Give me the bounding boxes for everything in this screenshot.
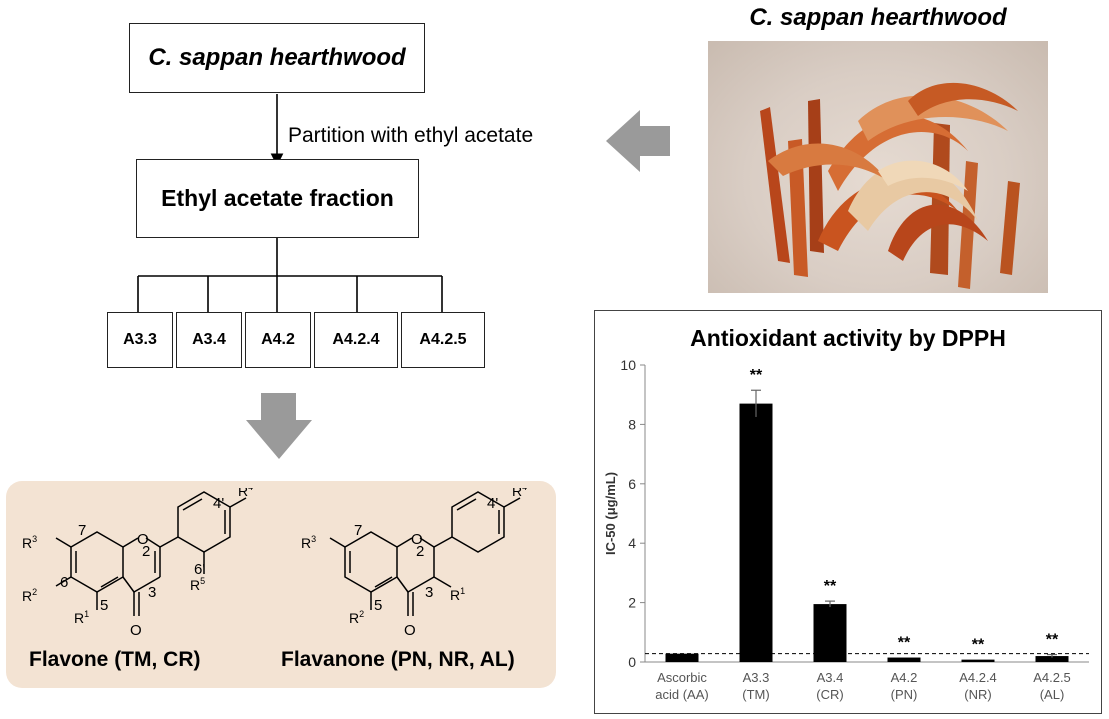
subfraction-box: A4.2.4 xyxy=(314,312,398,368)
bar xyxy=(961,659,995,662)
svg-text:2: 2 xyxy=(142,543,150,560)
x-tick-label: A3.4 xyxy=(817,670,844,685)
x-tick-label: (TM) xyxy=(742,687,769,702)
subfraction-box: A4.2 xyxy=(245,312,311,368)
subfraction-label: A4.2.4 xyxy=(332,331,380,348)
left-arrow-icon xyxy=(606,110,670,172)
svg-text:R4: R4 xyxy=(238,488,253,499)
significance-marker: ** xyxy=(972,637,985,654)
x-tick-label: (CR) xyxy=(816,687,843,702)
significance-marker: ** xyxy=(898,635,911,652)
svg-text:O: O xyxy=(137,531,149,548)
subfraction-label: A4.2 xyxy=(261,331,295,348)
svg-text:O: O xyxy=(404,622,416,639)
flavanone-caption: Flavanone (PN, NR, AL) xyxy=(281,648,515,671)
svg-text:R5: R5 xyxy=(190,576,205,593)
svg-text:R2: R2 xyxy=(349,609,364,626)
structures-panel xyxy=(6,481,556,688)
x-tick-label: acid (AA) xyxy=(655,687,708,702)
svg-text:6': 6' xyxy=(194,561,205,578)
y-tick-label: 10 xyxy=(620,357,636,373)
svg-text:7: 7 xyxy=(78,522,86,539)
x-tick-label: A3.3 xyxy=(743,670,770,685)
flavone-structure: O 2 3 O 7 6 5 4' 6' R3 R2 R1 R4 R5 xyxy=(22,488,253,639)
svg-text:R4: R4 xyxy=(512,488,527,499)
svg-text:R3: R3 xyxy=(22,534,37,551)
bar xyxy=(739,403,773,662)
down-arrow-icon xyxy=(246,393,312,459)
svg-text:3: 3 xyxy=(148,584,156,601)
x-tick-label: A4.2.4 xyxy=(959,670,997,685)
x-tick-label: (PN) xyxy=(891,687,918,702)
bar xyxy=(665,653,699,662)
chart-title: Antioxidant activity by DPPH xyxy=(690,325,1006,351)
significance-marker: ** xyxy=(750,367,763,384)
svg-text:3: 3 xyxy=(425,584,433,601)
y-tick-label: 2 xyxy=(628,595,636,611)
y-tick-label: 0 xyxy=(628,654,636,670)
bar xyxy=(887,657,921,662)
flavanone-structure: O 2 3 O 7 5 4' R3 R1 R2 R4 xyxy=(301,488,527,639)
svg-text:2: 2 xyxy=(416,543,424,560)
subfraction-box: A3.3 xyxy=(107,312,173,368)
y-axis-label: IC-50 (μg/mL) xyxy=(603,472,618,555)
photo-title: C. sappan hearthwood xyxy=(749,4,1007,31)
subfraction-box: A3.4 xyxy=(176,312,242,368)
flowchart-connectors xyxy=(137,94,443,312)
x-tick-label: A4.2.5 xyxy=(1033,670,1071,685)
svg-text:O: O xyxy=(411,531,423,548)
heartwood-photo xyxy=(708,41,1048,293)
svg-text:5: 5 xyxy=(374,597,382,614)
svg-text:O: O xyxy=(130,622,142,639)
subfraction-label: A3.3 xyxy=(123,331,157,348)
x-tick-label: (AL) xyxy=(1040,687,1065,702)
svg-text:4': 4' xyxy=(213,495,224,512)
x-tick-label: (NR) xyxy=(964,687,991,702)
x-tick-label: A4.2 xyxy=(891,670,918,685)
svg-text:7: 7 xyxy=(354,522,362,539)
source-box: C. sappan hearthwood xyxy=(129,23,425,93)
significance-marker: ** xyxy=(1046,632,1059,649)
significance-marker: ** xyxy=(824,578,837,595)
subfraction-label: A4.2.5 xyxy=(419,331,467,348)
svg-text:4': 4' xyxy=(487,495,498,512)
x-tick-label: Ascorbic xyxy=(657,670,707,685)
bar xyxy=(1035,656,1069,662)
svg-text:6: 6 xyxy=(60,574,68,591)
flavone-caption: Flavone (TM, CR) xyxy=(29,648,201,671)
source-label: C. sappan hearthwood xyxy=(148,44,406,71)
fraction-box: Ethyl acetate fraction xyxy=(136,159,419,238)
fraction-label: Ethyl acetate fraction xyxy=(161,185,394,211)
y-tick-label: 6 xyxy=(628,476,636,492)
svg-text:5: 5 xyxy=(100,597,108,614)
svg-text:R1: R1 xyxy=(74,609,89,626)
svg-text:R3: R3 xyxy=(301,534,316,551)
bar xyxy=(813,604,847,662)
subfraction-label: A3.4 xyxy=(192,331,226,348)
subfraction-box: A4.2.5 xyxy=(401,312,485,368)
y-tick-label: 4 xyxy=(628,535,636,551)
wood-shavings-illustration xyxy=(760,82,1020,289)
partition-label: Partition with ethyl acetate xyxy=(288,124,534,147)
svg-text:R1: R1 xyxy=(450,586,465,603)
svg-text:R2: R2 xyxy=(22,587,37,604)
y-tick-label: 8 xyxy=(628,416,636,432)
